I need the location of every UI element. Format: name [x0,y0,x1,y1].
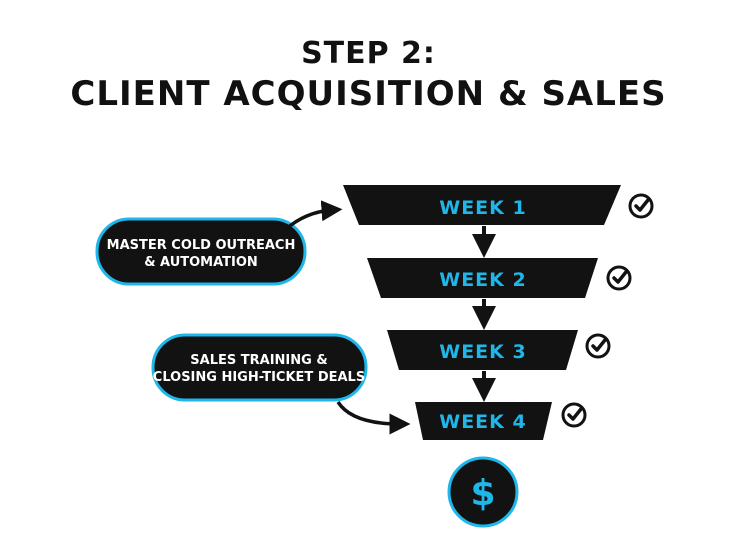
week-4-check-icon [561,402,587,428]
week-1-stage [343,185,621,225]
dollar-symbol: $ [470,473,495,514]
page-title-line-1: STEP 2: [301,36,436,71]
callout-arrow-2 [336,400,411,435]
week-3-label: WEEK 3 [439,341,526,363]
callout-cold-outreach [95,217,307,286]
week-2-label: WEEK 2 [439,269,526,291]
week-2-stage [367,258,598,298]
week-3-stage [387,330,578,370]
callout-sales-training-line-2: CLOSING HIGH-TICKET DEALS [153,370,365,385]
week-4-stage [415,402,552,440]
week-1-label: WEEK 1 [439,197,526,219]
week-3-check-icon [585,333,611,359]
callout-sales-training [151,333,368,402]
week-4-label: WEEK 4 [439,411,526,433]
callout-cold-outreach-line-1: MASTER COLD OUTREACH [107,238,296,253]
page-title-line-2: CLIENT ACQUISITION & SALES [70,74,667,114]
callout-sales-training-line-1: SALES TRAINING & [190,353,327,368]
callout-cold-outreach-line-2: & AUTOMATION [144,255,258,270]
week-2-check-icon [606,265,632,291]
week-1-check-icon [628,193,654,219]
dollar-icon: $ [447,456,519,528]
callout-arrow-1 [283,200,343,232]
